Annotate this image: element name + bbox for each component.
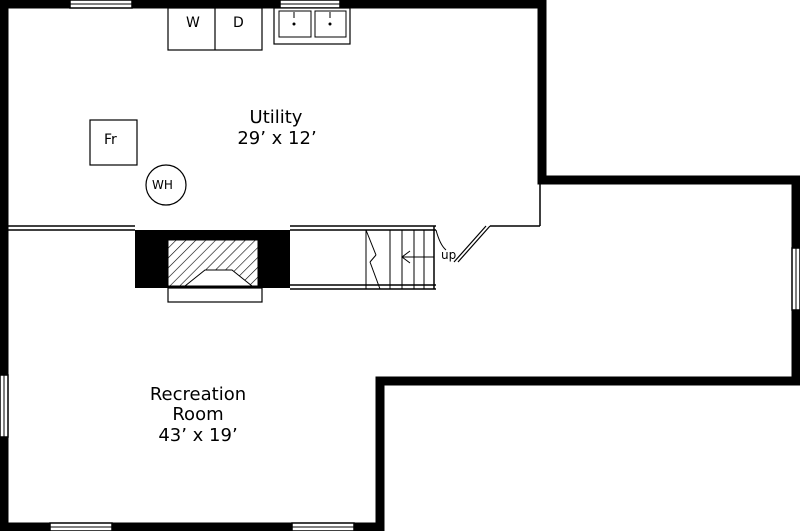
dryer-label: D <box>233 15 244 31</box>
stairs-arc <box>435 229 447 251</box>
stairs-label: up <box>441 248 456 262</box>
stairs <box>365 229 434 290</box>
window-top-2 <box>279 0 341 9</box>
freezer <box>89 119 138 166</box>
washer-label: W <box>186 15 200 31</box>
door <box>453 225 491 263</box>
window-right <box>791 247 800 311</box>
fireplace <box>135 230 290 303</box>
window-bottom <box>49 522 113 531</box>
window-left <box>0 374 9 438</box>
utility-room-name: Utility <box>250 107 303 128</box>
recreation-room-size: 43’ x 19’ <box>158 425 237 446</box>
water-heater-label: WH <box>152 178 173 192</box>
window-top <box>69 0 133 9</box>
water-heater <box>145 164 187 206</box>
recreation-room-name-2: Room <box>172 404 223 425</box>
window-bottom-2 <box>291 522 355 531</box>
utility-room-size: 29’ x 12’ <box>237 128 316 149</box>
recreation-room-name: Recreation <box>150 384 246 405</box>
laundry-sink <box>273 7 351 45</box>
freezer-label: Fr <box>104 132 117 148</box>
